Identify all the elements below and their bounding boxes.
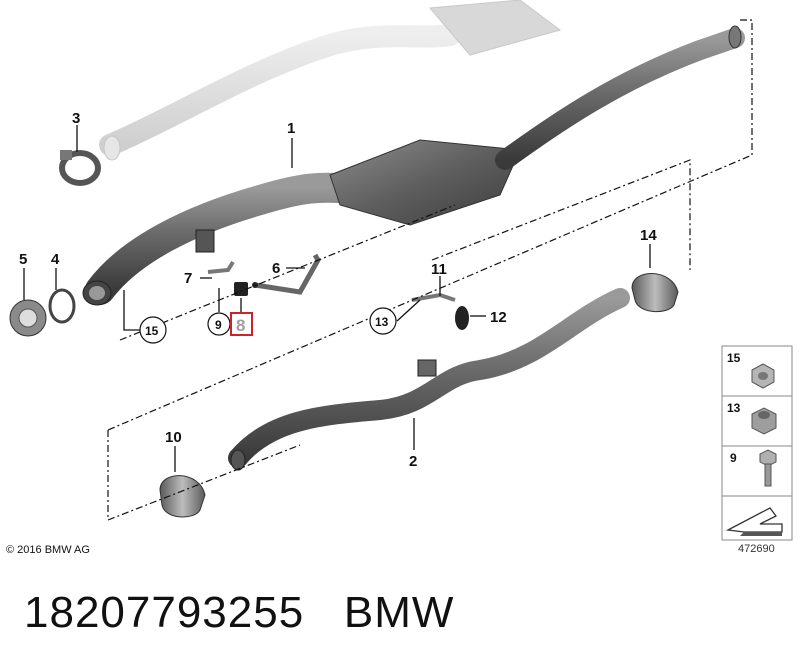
side-label-13[interactable]: 13	[727, 401, 741, 415]
gasket-ring-4[interactable]	[48, 288, 76, 324]
callout-13[interactable]: 13	[375, 315, 389, 329]
rear-pipe[interactable]	[228, 288, 630, 471]
flange-gasket-5[interactable]	[9, 299, 47, 337]
hex-nut-icon	[751, 407, 777, 435]
callout-6[interactable]: 6	[272, 260, 280, 277]
callout-12[interactable]: 12	[490, 309, 507, 326]
hex-flange-nut-icon	[751, 363, 775, 389]
callout-10[interactable]: 10	[165, 429, 182, 446]
hanger-11[interactable]	[411, 292, 456, 302]
assembly-boundary	[107, 19, 753, 521]
side-label-15[interactable]: 15	[727, 351, 741, 365]
part-number: 18207793255	[24, 588, 305, 637]
callout-15-circle	[139, 316, 167, 344]
callout-5[interactable]: 5	[19, 251, 27, 268]
callout-8-highlight	[230, 312, 253, 336]
side-label-9[interactable]: 9	[730, 451, 737, 465]
copyright: © 2016 BMW AG	[6, 544, 90, 556]
part-number-line: 18207793255 BMW	[24, 588, 454, 638]
rubber-mount-12[interactable]	[455, 306, 469, 330]
brand-name: BMW	[343, 588, 455, 637]
diagram-number: 472690	[738, 543, 775, 555]
callout-9[interactable]: 9	[215, 318, 222, 332]
ghost-upstream-pipe	[99, 0, 562, 161]
callout-1[interactable]: 1	[287, 120, 295, 137]
direction-arrow-icon	[725, 507, 783, 536]
fastener-side-panel: 15 13 9 472690	[721, 345, 793, 555]
callout-14[interactable]: 14	[640, 227, 657, 244]
clamp-10[interactable]	[159, 475, 206, 518]
callout-8[interactable]: 8	[236, 316, 245, 335]
callout-labels: 1 2 3 4 5 6 7 9 8 15 11 13 12 14 10	[19, 110, 657, 470]
clamp-14[interactable]	[631, 273, 679, 313]
callout-2[interactable]: 2	[409, 453, 417, 470]
callout-7[interactable]: 7	[184, 270, 192, 287]
callout-15[interactable]: 15	[145, 324, 159, 338]
callout-4[interactable]: 4	[51, 251, 60, 268]
front-pipe-with-converter[interactable]	[82, 25, 745, 306]
clamp-3[interactable]	[59, 150, 101, 186]
callout-11[interactable]: 11	[431, 261, 447, 278]
callout-3[interactable]: 3	[72, 110, 80, 127]
bracket-6[interactable]	[252, 253, 321, 295]
callout-13-circle	[369, 307, 397, 335]
hanger-7[interactable]	[207, 260, 235, 274]
leader-lines	[23, 125, 651, 472]
bolt-icon	[759, 449, 777, 487]
